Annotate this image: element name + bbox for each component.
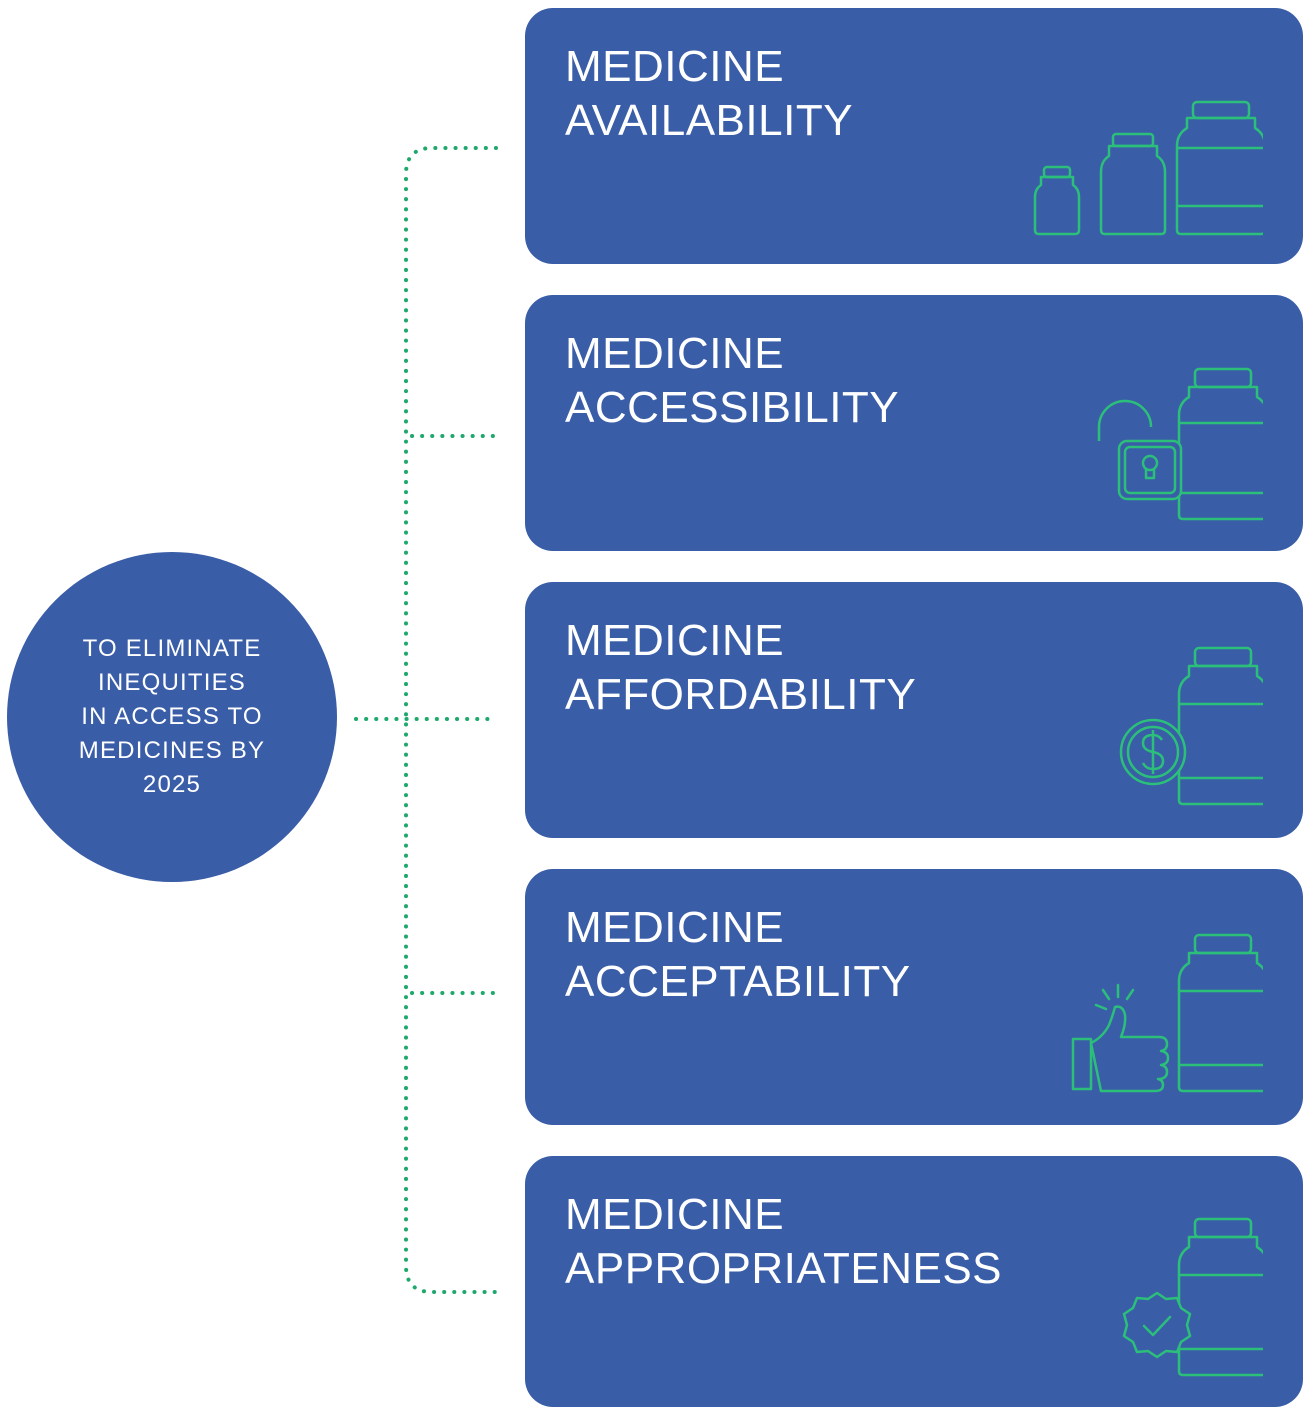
three-medicine-bottles-icon [1033,100,1263,236]
card-acceptability: MEDICINE ACCEPTABILITY [525,869,1303,1125]
card-affordability: MEDICINE AFFORDABILITY [525,582,1303,838]
card-title: MEDICINE ACCESSIBILITY [565,327,899,435]
card-title-line1: MEDICINE [565,903,785,952]
card-title-line2: AFFORDABILITY [565,670,917,719]
card-availability: MEDICINE AVAILABILITY [525,8,1303,264]
bottle-with-thumbs-up-icon [1071,933,1263,1093]
card-accessibility: MEDICINE ACCESSIBILITY [525,295,1303,551]
card-appropriateness: MEDICINE APPROPRIATENESS [525,1156,1303,1407]
card-title: MEDICINE ACCEPTABILITY [565,901,911,1009]
bottle-with-check-badge-icon [1122,1217,1263,1377]
goal-text: TO ELIMINATE INEQUITIES IN ACCESS TO MED… [78,635,266,798]
connector-trunk [404,146,498,1294]
card-title: MEDICINE AVAILABILITY [565,40,853,148]
bottle-with-open-padlock-icon [1097,367,1263,521]
card-title-line2: AVAILABILITY [565,96,854,145]
card-title-line1: MEDICINE [565,1190,785,1239]
card-title-line1: MEDICINE [565,329,785,378]
card-title: MEDICINE AFFORDABILITY [565,614,916,722]
card-title-line2: ACCEPTABILITY [565,957,911,1006]
card-title-line2: ACCESSIBILITY [565,383,900,432]
card-title: MEDICINE APPROPRIATENESS [565,1188,1002,1296]
card-title-line1: MEDICINE [565,42,785,91]
goal-circle: TO ELIMINATE INEQUITIES IN ACCESS TO MED… [7,552,337,882]
card-title-line2: APPROPRIATENESS [565,1244,1003,1293]
card-title-line1: MEDICINE [565,616,785,665]
bottle-with-dollar-coin-icon [1119,646,1263,806]
